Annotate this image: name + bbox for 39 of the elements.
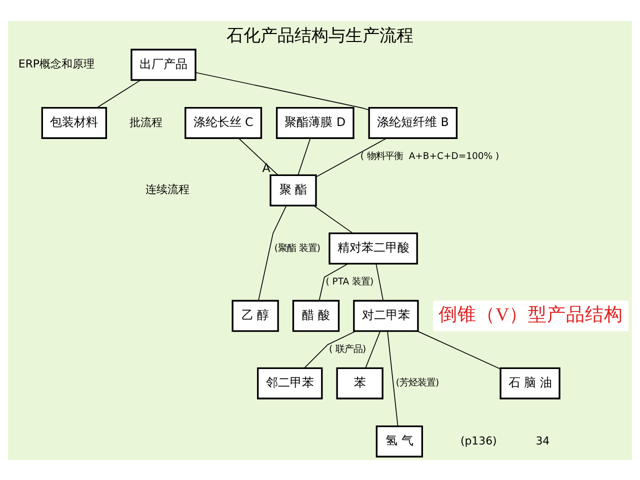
edge-label: ( PTA 装置) bbox=[326, 276, 374, 288]
node-box: 乙 醇 bbox=[232, 299, 279, 332]
connector bbox=[313, 204, 354, 234]
edge-label: ( 联产品) bbox=[329, 343, 366, 354]
node-box: 对二甲苯 bbox=[353, 299, 419, 332]
node-box: 聚 酯 bbox=[270, 174, 317, 206]
connector bbox=[96, 79, 142, 108]
connector bbox=[417, 330, 501, 369]
node-box: 出厂产品 bbox=[130, 48, 196, 80]
connector bbox=[387, 330, 398, 426]
connector bbox=[376, 263, 384, 300]
node-box: 涤纶长丝 C bbox=[184, 106, 262, 138]
node-box: 包装材料 bbox=[41, 106, 108, 138]
connector bbox=[258, 204, 287, 300]
label: (p136) bbox=[460, 434, 497, 447]
edge-label: (芳烃装置) bbox=[396, 377, 440, 388]
connector bbox=[195, 72, 370, 110]
connector bbox=[316, 137, 388, 177]
label: ERP概念和原理 bbox=[18, 57, 95, 70]
node-box: 倒锥（V）型产品结构 bbox=[433, 300, 629, 331]
label: 34 bbox=[536, 434, 550, 447]
label: 批流程 bbox=[129, 115, 162, 128]
node-box: 涤纶短纤维 B bbox=[368, 106, 458, 138]
node-box: 邻二甲苯 bbox=[257, 366, 323, 399]
edge-label: ( 物料平衡 A+B+C+D=100% ) bbox=[360, 150, 500, 162]
node-box: 氢 气 bbox=[376, 424, 423, 457]
connector bbox=[318, 262, 348, 301]
node-box: 苯 bbox=[336, 366, 384, 399]
diagram-title: 石化产品结构与生产流程 bbox=[226, 24, 414, 45]
edge-label: (聚酯 装置) bbox=[274, 242, 321, 254]
node-box: 聚酯薄膜 D bbox=[276, 106, 354, 138]
node-box: 石 脑 油 bbox=[500, 366, 560, 399]
node-box: 精对苯二甲酸 bbox=[328, 232, 418, 264]
connector bbox=[298, 137, 311, 175]
label: 连续流程 bbox=[146, 182, 190, 196]
connector bbox=[238, 137, 278, 175]
connector bbox=[304, 330, 356, 368]
connector bbox=[365, 330, 381, 368]
node-box: 醋 酸 bbox=[292, 299, 340, 332]
